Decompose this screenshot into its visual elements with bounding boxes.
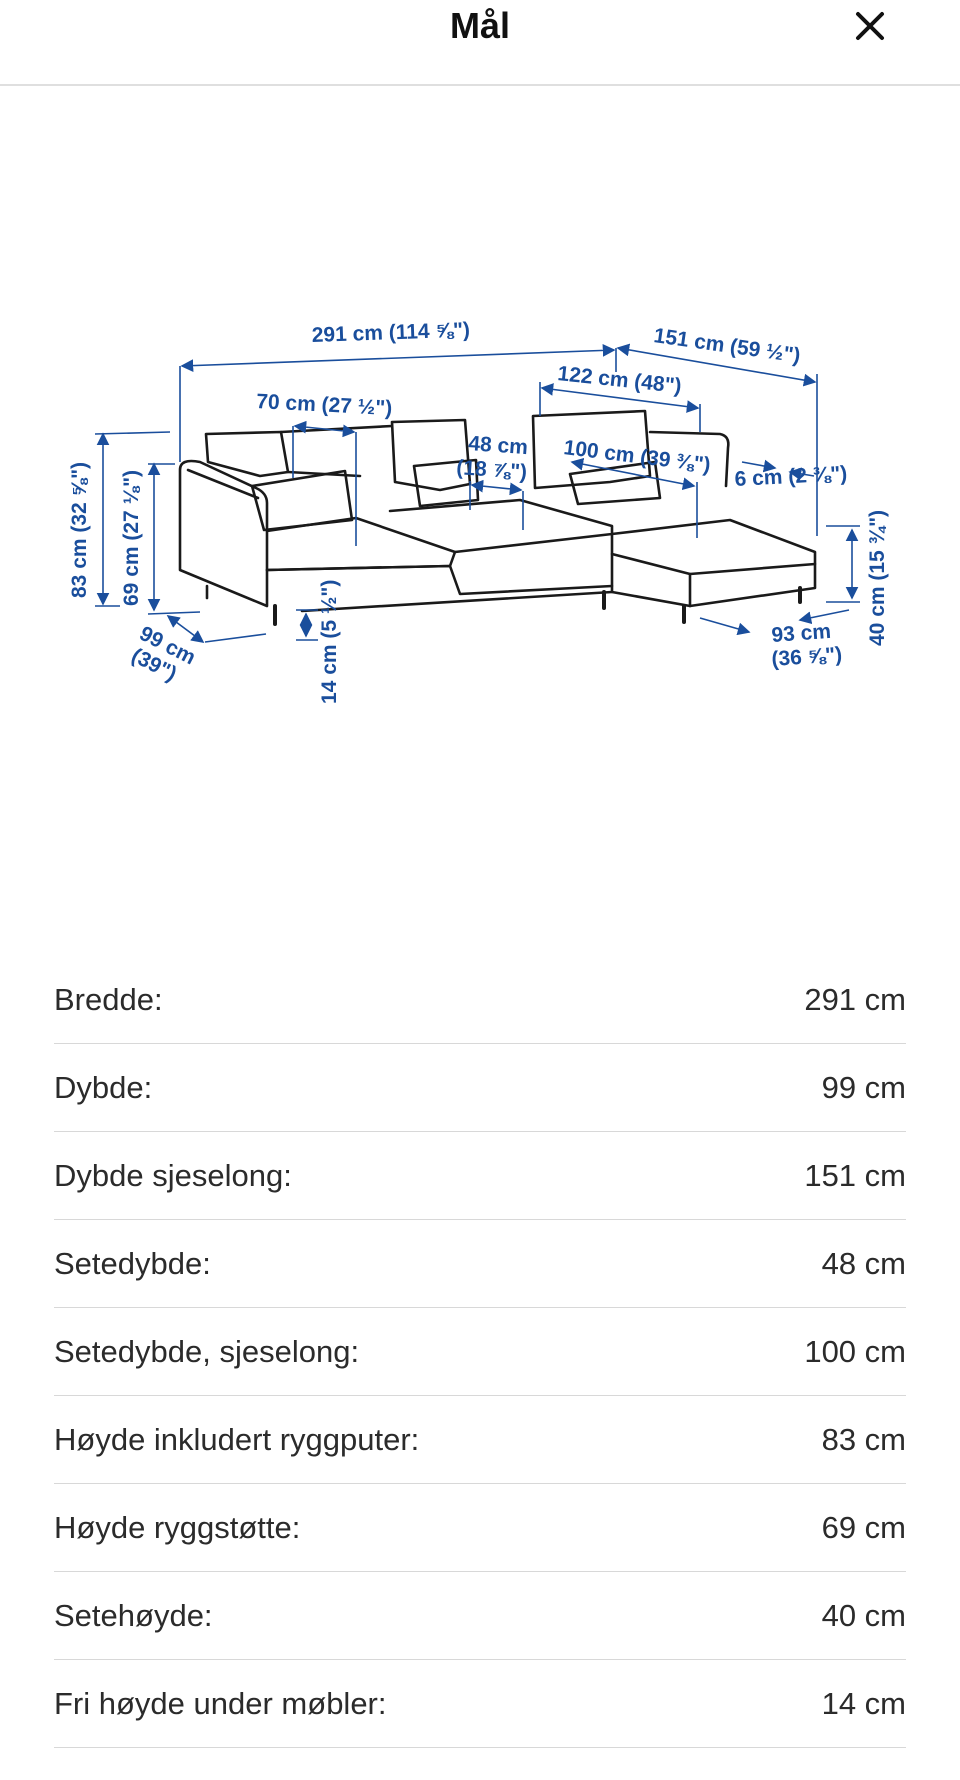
dim-label-seat-height: 40 cm (15 ¾") [866, 510, 889, 646]
dimension-label: Setedybde, sjeselong: [54, 1333, 360, 1369]
close-icon [856, 12, 884, 40]
dimension-label: Høyde ryggstøtte: [54, 1509, 301, 1545]
dim-label-chaise-end-2: (36 ⅝") [771, 643, 843, 671]
dim-label-chaise-end-1: 93 cm [771, 620, 832, 647]
sofa-drawing: 291 cm (114 ⅝") 151 cm (59 ½") 122 cm (4… [68, 318, 889, 704]
dimension-row-floor-clearance: Fri høyde under møbler: 14 cm [54, 1660, 906, 1748]
dimension-row-chaise-seat-depth: Setedybde, sjeselong: 100 cm [54, 1308, 906, 1396]
dimension-value: 99 cm [821, 1069, 906, 1105]
dim-label-back-width: 70 cm (27 ½") [256, 390, 393, 420]
dimension-label: Fri høyde under møbler: [54, 1685, 387, 1721]
dimension-value: 83 cm [821, 1421, 906, 1457]
dimension-label: Høyde inkludert ryggputer: [54, 1421, 420, 1457]
dimensions-list: Bredde: 291 cm Dybde: 99 cm Dybde sjesel… [54, 956, 906, 1748]
dim-label-arm-width: 6 cm (2 ⅜") [734, 462, 848, 491]
dimension-row-seat-height: Setehøyde: 40 cm [54, 1572, 906, 1660]
dim-label-seat-depth-1: 48 cm [468, 432, 529, 459]
dimension-label: Dybde sjeselong: [54, 1157, 292, 1193]
close-button[interactable] [840, 0, 900, 52]
dim-label-seat-depth-2: (18 ⅞") [456, 456, 528, 484]
dim-label-clearance: 14 cm (5 ½") [318, 580, 341, 704]
dimension-label: Setedybde: [54, 1245, 211, 1281]
dimension-value: 69 cm [821, 1509, 906, 1545]
dimension-row-chaise-depth: Dybde sjeselong: 151 cm [54, 1132, 906, 1220]
dimension-value: 291 cm [804, 981, 906, 1017]
dimension-row-height-with-cushions: Høyde inkludert ryggputer: 83 cm [54, 1396, 906, 1484]
dimension-label: Dybde: [54, 1069, 153, 1105]
dim-label-back-height: 69 cm (27 ⅛") [120, 470, 143, 606]
dialog-header: Mål [0, 0, 960, 86]
dimension-value: 14 cm [821, 1685, 906, 1721]
dimension-value: 100 cm [804, 1333, 906, 1369]
dimension-label: Setehøyde: [54, 1597, 213, 1633]
product-dimension-diagram: 291 cm (114 ⅝") 151 cm (59 ½") 122 cm (4… [0, 86, 960, 966]
dim-label-width-total: 291 cm (114 ⅝") [311, 318, 470, 347]
dimension-value: 151 cm [804, 1157, 906, 1193]
dimension-label: Bredde: [54, 981, 163, 1017]
dimension-value: 40 cm [821, 1597, 906, 1633]
dimension-row-back-height: Høyde ryggstøtte: 69 cm [54, 1484, 906, 1572]
sofa-outline [178, 409, 817, 626]
dimension-labels: 291 cm (114 ⅝") 151 cm (59 ½") 122 cm (4… [68, 318, 889, 704]
dim-label-chaise-depth: 151 cm (59 ½") [652, 324, 801, 367]
dimension-row-seat-depth: Setedybde: 48 cm [54, 1220, 906, 1308]
dimension-row-depth: Dybde: 99 cm [54, 1044, 906, 1132]
dim-label-height-total: 83 cm (32 ⅝") [68, 462, 91, 598]
dimension-row-width: Bredde: 291 cm [54, 956, 906, 1044]
page-title: Mål [449, 5, 510, 46]
dimension-lines [94, 343, 860, 643]
dimension-value: 48 cm [821, 1245, 906, 1281]
